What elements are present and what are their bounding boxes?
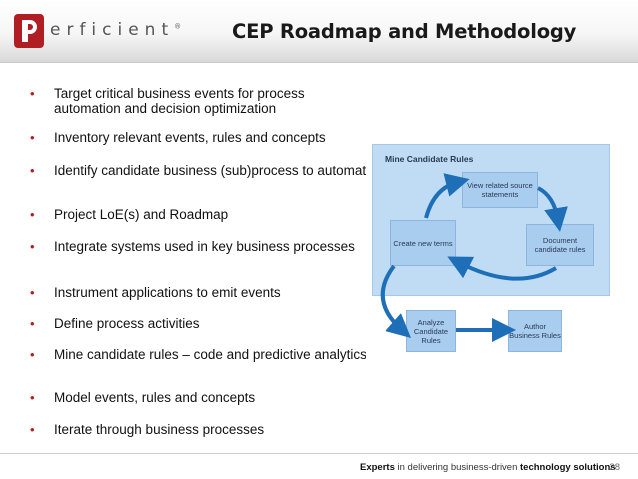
footer-divider [0,453,638,454]
diagram-arrows [380,173,568,342]
bullet-dot-icon: • [30,130,35,145]
arrow-view-to-document [537,186,568,232]
mine-candidate-rules-diagram: Mine Candidate Rules View related source… [366,140,614,362]
bullet-dot-icon: • [30,163,35,178]
page-number: 28 [609,462,620,473]
logo-wordmark: erficient® [50,20,182,40]
slide-header: erficient® CEP Roadmap and Methodology [0,0,638,63]
arrow-document-to-create [447,256,558,281]
create-new-terms-box: Create new terms [390,220,456,266]
bullet-dot-icon: • [30,422,35,437]
bullet-dot-icon: • [30,347,35,362]
bullet-dot-icon: • [30,390,35,405]
bullet-dot-icon: • [30,86,35,101]
perficient-logo-icon [14,14,44,48]
bullet-dot-icon: • [30,285,35,300]
bullet-dot-icon: • [30,239,35,254]
arrow-create-to-view [424,173,470,219]
bullet-dot-icon: • [30,207,35,222]
slide-title: CEP Roadmap and Methodology [232,20,577,43]
bullet-dot-icon: • [30,316,35,331]
diagram-panel: Mine Candidate Rules [372,144,610,296]
arrow-create-to-analyze [380,264,411,338]
footer-tagline: Experts in delivering business-driven te… [360,462,616,473]
perficient-logo: erficient® [8,12,181,52]
analyze-candidate-rules-box: Analyze Candidate Rules [406,310,456,352]
diagram-title: Mine Candidate Rules [385,154,474,164]
